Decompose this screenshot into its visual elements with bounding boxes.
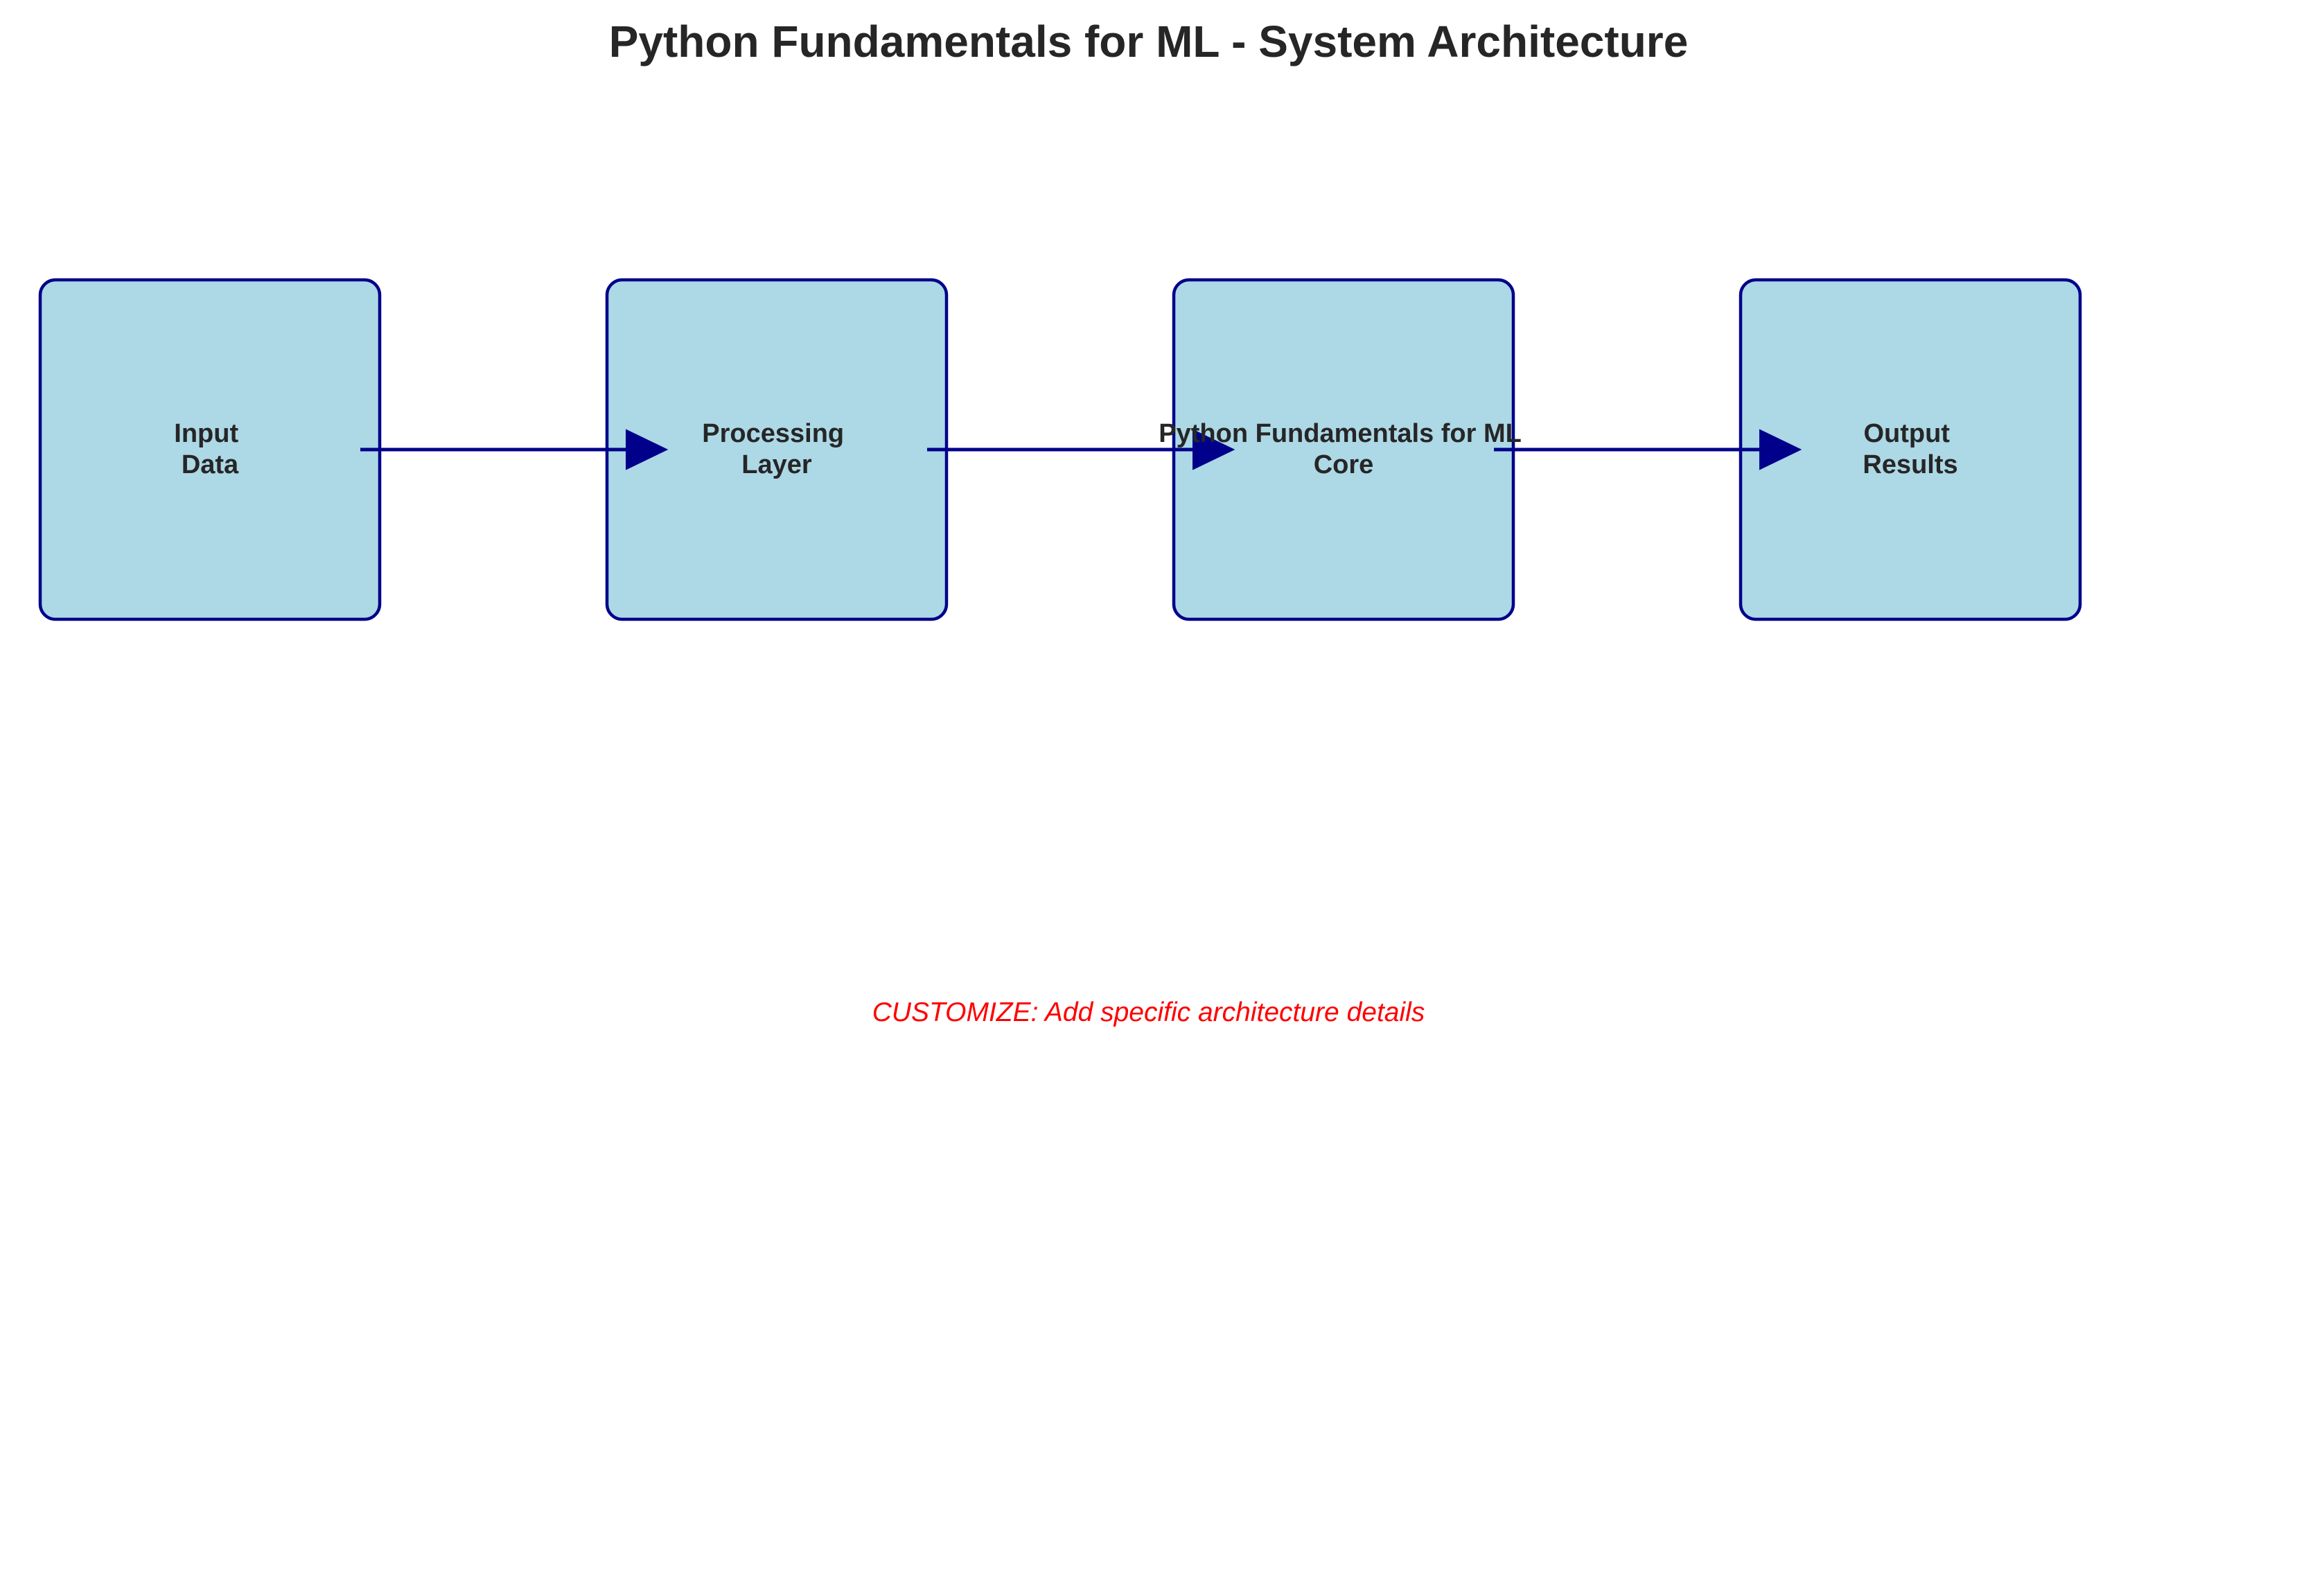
edge-core-to-output	[1494, 429, 1802, 470]
node-output-label: Output Results	[1863, 419, 1957, 479]
customize-note: CUSTOMIZE: Add specific architecture det…	[872, 998, 1425, 1027]
node-output-label-line-2: Results	[1863, 450, 1957, 479]
node-processing-label: Processing Layer	[702, 419, 851, 479]
node-output-label-line-1: Output	[1863, 419, 1950, 448]
node-core-label-line-2: Core	[1314, 450, 1374, 479]
node-input-label-line-2: Data	[182, 450, 239, 479]
edge-core-to-output-arrowhead	[1759, 429, 1802, 470]
edge-input-to-processing	[360, 429, 669, 470]
page-title: Python Fundamentals for ML - System Arch…	[608, 17, 1689, 66]
node-processing-label-line-2: Layer	[741, 450, 812, 479]
edge-input-to-processing-arrowhead	[626, 429, 669, 470]
node-input-label: Input Data	[174, 419, 245, 479]
node-core-label: Python Fundamentals for ML Core	[1159, 419, 1528, 479]
edge-processing-to-core	[927, 429, 1235, 470]
node-input: Input Data	[38, 278, 382, 621]
edge-processing-to-core-arrowhead	[1192, 429, 1235, 470]
node-core-label-line-1: Python Fundamentals for ML	[1159, 419, 1521, 448]
node-input-box	[38, 278, 382, 621]
node-input-label-line-1: Input	[174, 419, 238, 448]
node-processing-label-line-1: Processing	[702, 419, 844, 448]
